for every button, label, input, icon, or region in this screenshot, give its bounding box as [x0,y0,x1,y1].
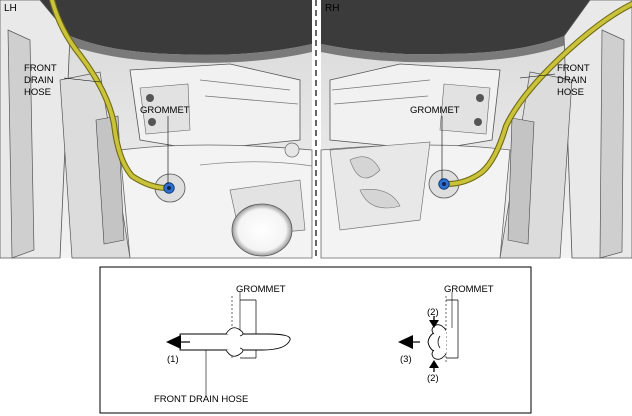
lh-panel: LH FRONT DRAIN HOSE GROMMET [0,0,313,259]
detail-right-grommet-label: GROMMET [444,284,494,295]
lh-hose-label-3: HOSE [24,87,51,98]
lh-side-label: LH [4,3,17,14]
lh-hose-label-1: FRONT [24,63,57,74]
detail-step2-bottom: (2) [427,373,439,384]
detail-left-grommet-label: GROMMET [236,284,286,295]
detail-remove-grommet: GROMMET (2) (2) (3) [398,284,494,384]
rh-panel: RH FRONT DRAIN HOSE GROMMET [320,0,632,259]
rh-side-label: RH [325,3,339,14]
detail-hose-label: FRONT DRAIN HOSE [154,394,248,405]
lh-grommet-label: GROMMET [140,105,190,116]
rh-hose-label-3: HOSE [557,87,584,98]
detail-step2-top: (2) [427,307,439,318]
detail-step1: (1) [167,354,179,365]
detail-remove-hose: GROMMET FRONT DRAIN HOSE (1) [154,284,291,405]
detail-step3: (3) [400,354,412,365]
detail-box: GROMMET FRONT DRAIN HOSE (1) GROMMET [99,266,532,414]
lh-hose-label-2: DRAIN [24,75,54,86]
rh-hose-label-1: FRONT [557,63,590,74]
rh-hose-label-2: DRAIN [557,75,587,86]
rh-grommet-label: GROMMET [410,105,460,116]
